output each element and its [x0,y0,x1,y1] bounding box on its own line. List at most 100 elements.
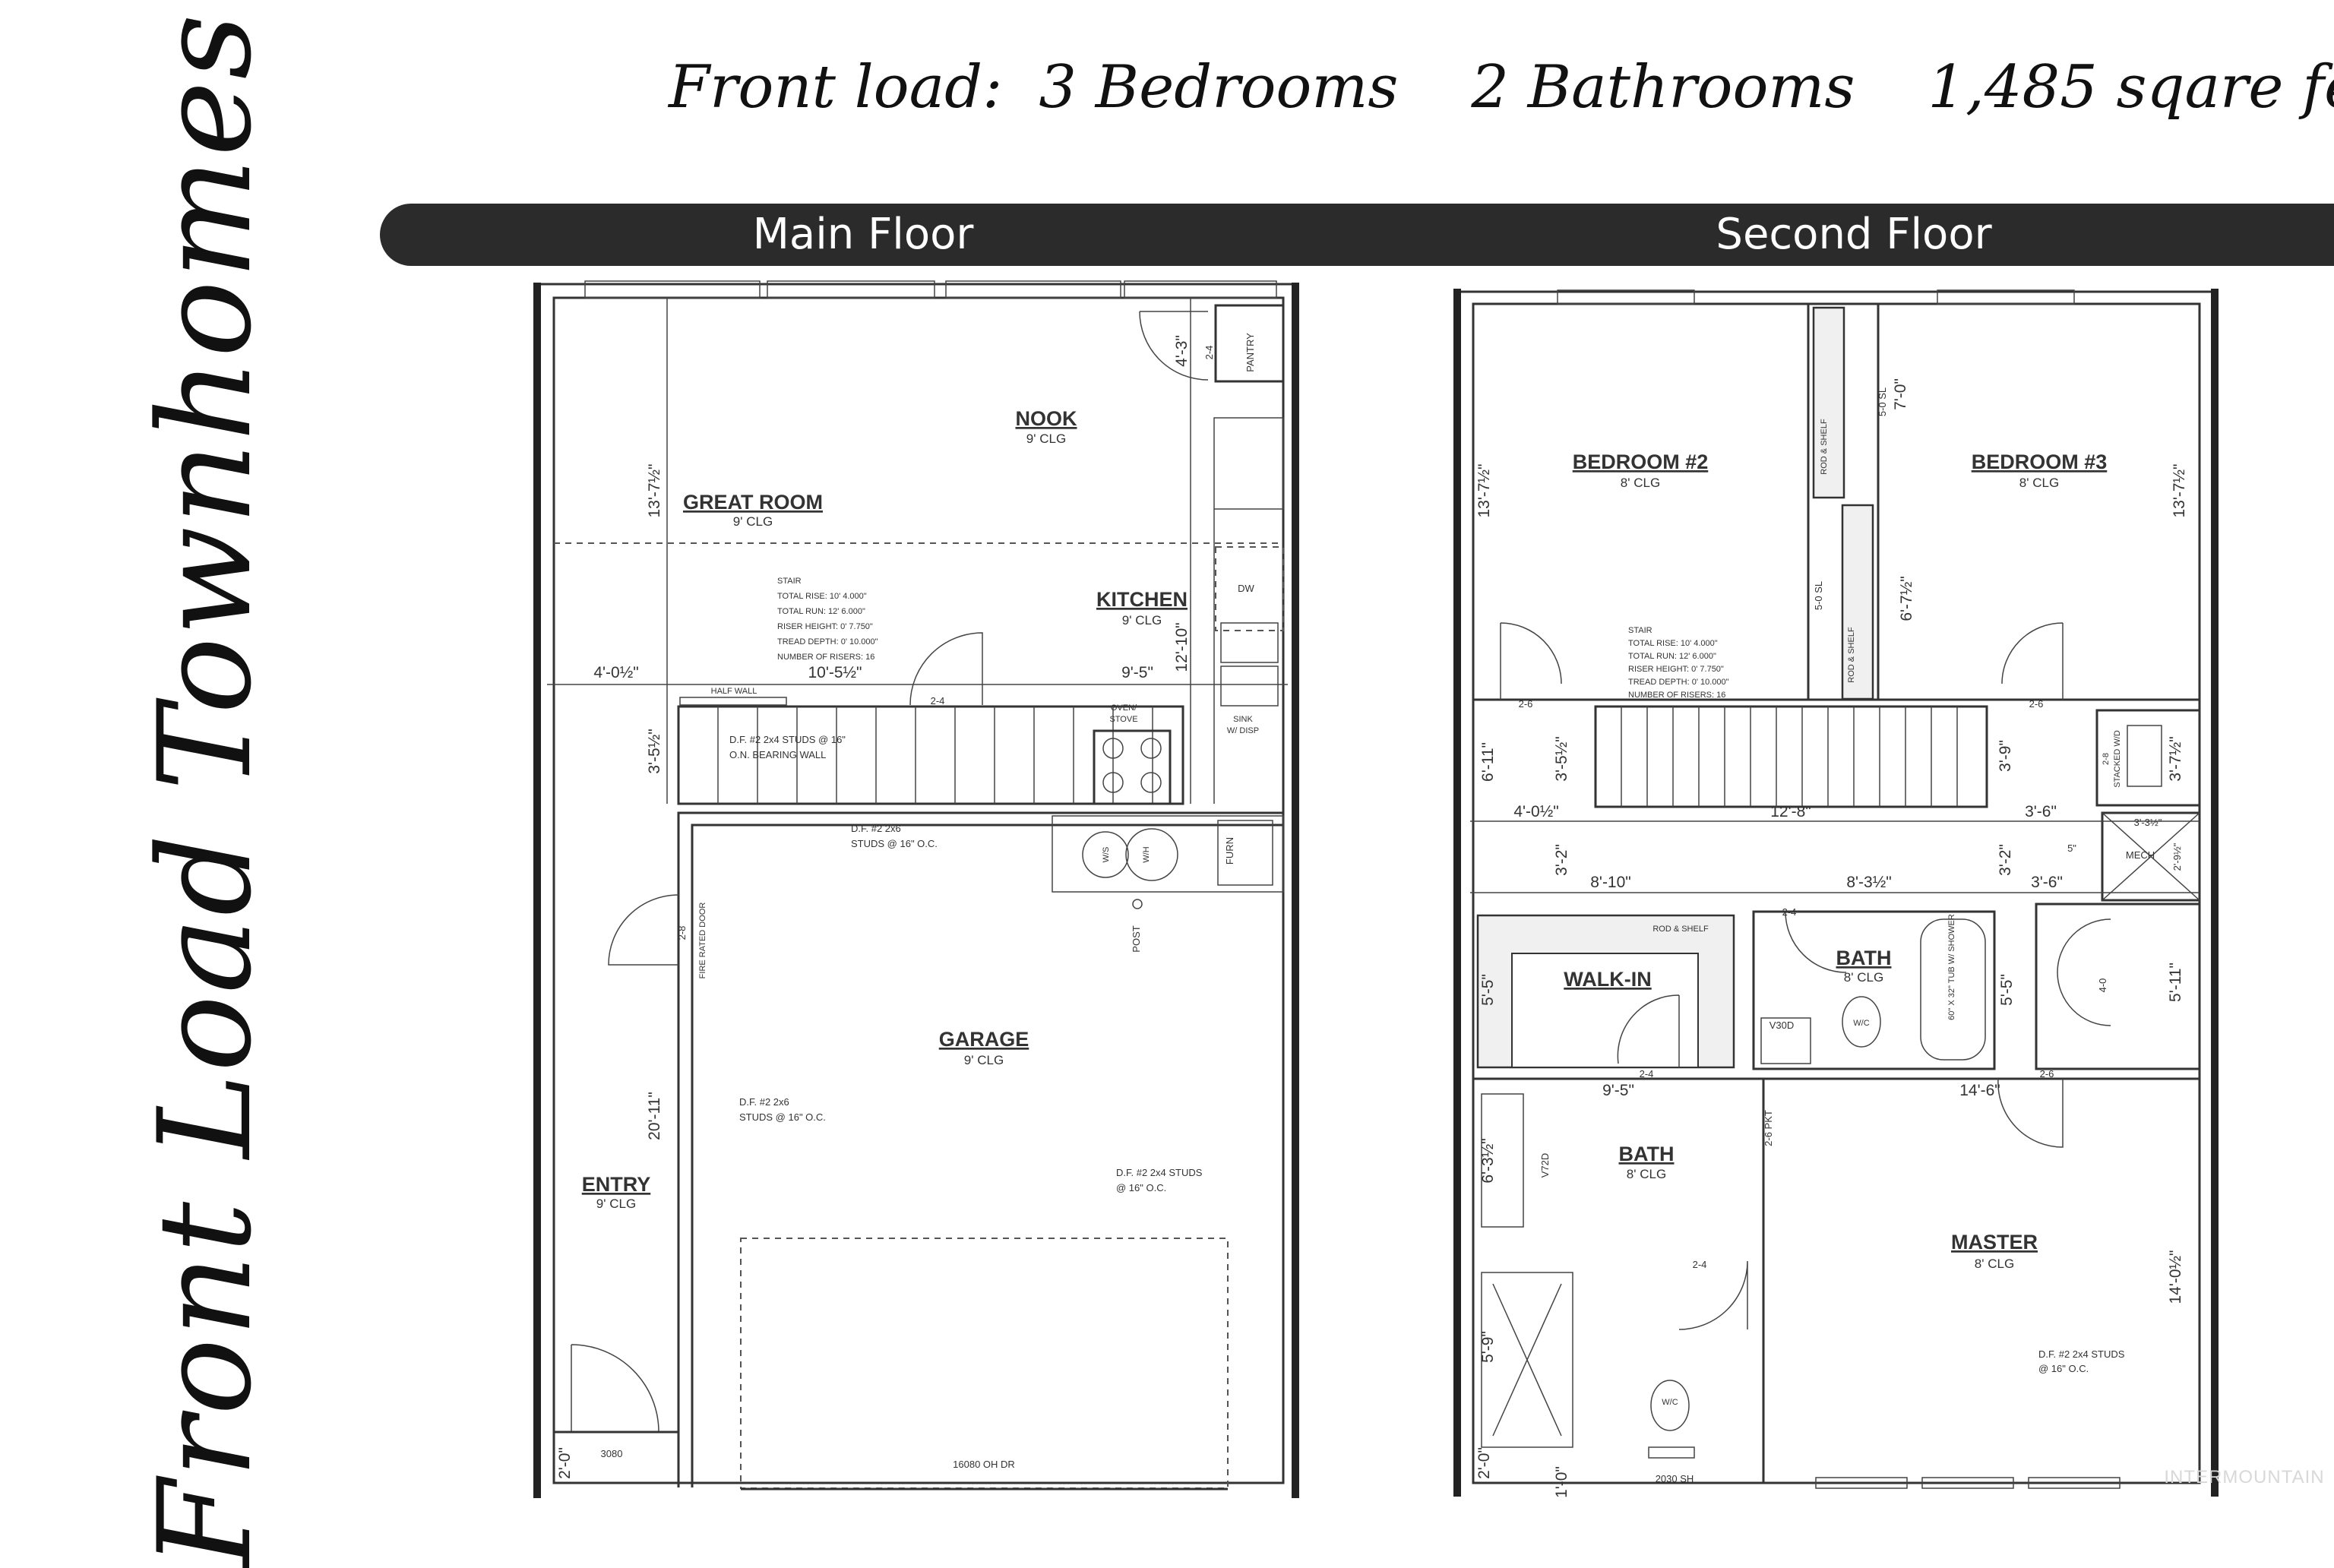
closet-label: ROD & SHELF [1820,419,1829,475]
construction-note: D.F. #2 2x4 STUDS [1116,1167,1203,1178]
dimension-label: 9'-5" [1121,664,1153,681]
dimension-label: 6'-3½" [1479,1138,1497,1183]
furnace [1217,820,1273,886]
utility-area [1052,815,1284,893]
room-label: BEDROOM #2 [1573,450,1709,473]
main-floor-label: Main Floor [752,210,974,259]
disposal-label: W/ DISP [1227,726,1259,735]
water-softener [1082,831,1129,878]
door-size-label: 2-8 [676,926,688,940]
header-bedrooms: 3 Bedrooms [1039,53,1399,122]
header-title: Front load: 3 Bedrooms 2 Bathrooms 1,485… [669,30,2334,144]
dimension-label: 1'-0" [1553,1466,1570,1498]
door-size-label: 5-0 SL [1877,387,1888,416]
ceiling-label: 8' CLG [1975,1257,2014,1271]
annotations: 4'-3" 2-4 PANTRY 13'-7½" DW 12'-10" 4'-0… [556,333,1259,1479]
hall-bath [1752,910,1996,1070]
stair-note: TREAD DEPTH: 0' 10.000" [1628,678,1729,687]
dishwasher-label: DW [1238,583,1254,594]
water-heater-label: W/H [1142,846,1151,862]
toilet-label: W/C [1662,1398,1678,1407]
construction-note: STUDS @ 16" O.C. [739,1111,826,1123]
half-wall-label: HALF WALL [711,687,757,696]
water-heater [1125,828,1178,881]
double-vanity [1481,1093,1524,1228]
dimension-label: 3'-6" [2031,874,2063,891]
construction-note: O.N. BEARING WALL [729,749,826,760]
door-swing [1678,1260,1748,1330]
door-size-label: 4-0 [2097,978,2108,993]
door-size-label: 2-4 [1693,1259,1707,1270]
header-bathrooms: 2 Bathrooms [1471,53,1855,122]
water-softener-label: W/S [1102,847,1111,863]
counter [1213,417,1284,510]
floor-label-bar: Main Floor Second Floor [380,204,2334,266]
main-stairs [677,705,1184,805]
second-floor-plan: BEDROOM #2 8' CLG BEDROOM #3 8' CLG WALK… [1453,289,2219,1498]
exterior-wall-right [1292,283,1299,1498]
room-label: BEDROOM #3 [1972,450,2108,473]
dimension-label: 6'-11" [1479,742,1497,782]
upper-stairs [1594,705,1988,808]
tub [1920,918,1986,1061]
ceiling-label: 8' CLG [1621,476,1660,490]
window [1815,1477,1908,1489]
toilet [1650,1380,1690,1431]
dimension-label: 5'-5" [1998,974,2016,1006]
dimension-label: 10'-5½" [808,664,862,681]
ceiling-label: 9' CLG [596,1197,636,1211]
dimension-label: 13'-7½" [2171,463,2188,517]
garage-door-outline [740,1238,1229,1489]
dimension-label: 5'-9" [1479,1331,1497,1363]
stair-note: RISER HEIGHT: 0' 7.750" [777,622,873,631]
oven-stove [1093,729,1172,805]
dimension-label: 14'-0½" [2167,1250,2184,1304]
construction-note: D.F. #2 2x4 STUDS [2038,1348,2125,1360]
exterior-wall-right [2211,289,2219,1497]
construction-note: @ 16" O.C. [2038,1363,2089,1374]
dimension-label: 4'-0½" [593,664,638,681]
stair-notes: STAIR TOTAL RISE: 10' 4.000" TOTAL RUN: … [1628,626,1729,700]
toilet-label: W/C [1853,1019,1869,1028]
dimension-label: 9'-5" [1602,1082,1634,1099]
laundry [2095,709,2201,807]
mech-room [2101,811,2201,902]
ceiling-label: 9' CLG [1026,432,1066,446]
furnace-label: FURN [1224,837,1235,865]
window [1557,289,1695,305]
dimension-label: 7'-0" [1892,378,1909,410]
construction-note: D.F. #2 2x6 [739,1096,789,1108]
stair-note: NUMBER OF RISERS: 16 [777,653,874,662]
dimension-label: 2'-0" [556,1447,574,1479]
room-label: BATH [1836,947,1892,969]
stair-notes: STAIR TOTAL RISE: 10' 4.000" TOTAL RUN: … [777,577,878,662]
door-swing [1500,622,1562,700]
sink-basin [1220,665,1279,707]
door-swing [1997,1078,2064,1148]
ceiling-label: 8' CLG [1844,970,1883,985]
vanity-label: V30D [1769,1020,1795,1031]
dimension-label: 4'-3" [1173,335,1191,367]
door-size-label: 2-4 [1640,1068,1654,1080]
window [1937,289,2075,305]
sink-label: SINK [1233,715,1253,724]
exterior-wall-left [1453,289,1461,1497]
room-label: GREAT ROOM [683,491,823,514]
post-label: POST [1131,925,1142,952]
stair-note: TOTAL RUN: 12' 6.000" [1628,652,1716,661]
annotations: 13'-7½" ROD & SHELF 5-0 SL 7'-0" 13'-7½"… [1475,378,2188,1498]
door-size-label: 2-4 [1782,906,1797,918]
door-swing [909,632,983,706]
ceiling-label: 9' CLG [1122,613,1162,628]
vanity-label: V72D [1539,1153,1551,1178]
dimension-label: 2'-0" [1475,1447,1493,1479]
window [1921,1477,2014,1489]
construction-note: STUDS @ 16" O.C. [851,838,938,849]
door-size-label: 2-6 [2029,698,2044,710]
stair-note: TOTAL RISE: 10' 4.000" [777,592,867,601]
double-door-swing [2057,918,2111,1026]
pantry-label: PANTRY [1244,333,1256,372]
ceiling-label: 8' CLG [1627,1167,1666,1181]
window-label: 2030 SH [1656,1473,1694,1484]
